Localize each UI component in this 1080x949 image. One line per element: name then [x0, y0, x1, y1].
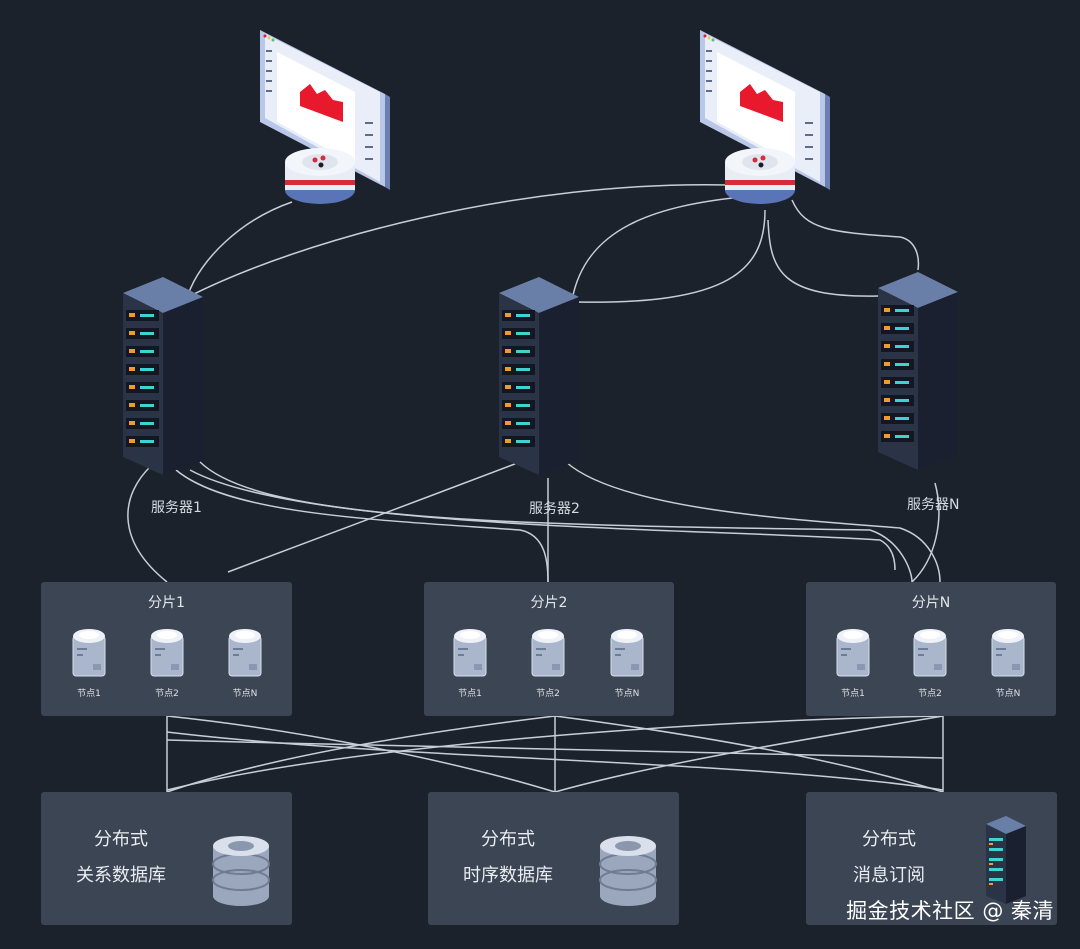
monitor-icon [260, 30, 390, 204]
link-shardN-storage1 [166, 715, 944, 791]
shard-title: 分片N [911, 595, 951, 611]
storage-title-line2: 关系数据库 [76, 865, 166, 886]
storage-title: 分布式 时序数据库 [448, 822, 568, 894]
server-rack-icon [986, 816, 1026, 904]
storage-title: 分布式 消息订阅 [829, 822, 949, 894]
storage-node-icon [531, 629, 565, 677]
storage-node-icon [228, 629, 262, 677]
storage-node-icon [150, 629, 184, 677]
link-server2-shard1 [227, 461, 521, 573]
storage-title-line1: 分布式 [862, 829, 916, 850]
storage-node-icon [836, 629, 870, 677]
watermark: 掘金技术社区 @ 秦清 [846, 899, 1054, 923]
shard-title: 分片2 [530, 595, 568, 611]
node: 节点N [982, 626, 1034, 699]
node-label: 节点N [614, 689, 640, 699]
link-monitor2-serverN-a [767, 219, 879, 297]
monitor-icon [700, 30, 830, 204]
node-label: 节点1 [77, 689, 101, 699]
storage-title-line2: 消息订阅 [853, 865, 925, 886]
server-label: 服务器N [907, 497, 960, 513]
link-monitor2-serverN-b [791, 199, 920, 271]
node-label: 节点2 [155, 689, 179, 699]
link-server1-shardN-a [199, 461, 913, 583]
storage-panel-timeseries-db: 分布式 时序数据库 [428, 792, 679, 925]
link-shard1-storage2 [166, 715, 556, 793]
link-shard1-shardN [166, 739, 944, 759]
shard-panel: 分片2 节点1 节点2 节点N [424, 582, 674, 716]
node: 节点2 [904, 626, 956, 699]
node-label: 节点2 [536, 689, 560, 699]
node: 节点1 [63, 626, 115, 699]
storage-node-icon [991, 629, 1025, 677]
node-label: 节点N [995, 689, 1021, 699]
database-icon [212, 836, 270, 906]
storage-title-line2: 时序数据库 [463, 865, 553, 886]
link-server1-shard1 [127, 464, 168, 583]
storage-title: 分布式 关系数据库 [61, 822, 181, 894]
storage-panel-message-subscription: 分布式 消息订阅 [806, 792, 1057, 925]
node: 节点1 [827, 626, 879, 699]
server-label: 服务器2 [529, 501, 580, 517]
storage-panel-relational-db: 分布式 关系数据库 [41, 792, 292, 925]
storage-title-line1: 分布式 [94, 829, 148, 850]
node-label: 节点2 [918, 689, 942, 699]
storage-node-icon [610, 629, 644, 677]
link-monitor2-server2-b [574, 209, 766, 303]
server-label: 服务器1 [151, 500, 202, 516]
storage-node-icon [72, 629, 106, 677]
server-rack-icon [878, 272, 958, 470]
storage-node-icon [913, 629, 947, 677]
database-icon [599, 836, 657, 906]
node: 节点N [219, 626, 271, 699]
node: 节点2 [141, 626, 193, 699]
link-server1-shard2 [175, 469, 549, 583]
server-rack-icon [499, 277, 579, 475]
link-monitor2-server1 [187, 183, 731, 298]
node: 节点1 [444, 626, 496, 699]
link-server2-shardN [565, 461, 941, 583]
link-shard2-storage1 [166, 715, 556, 793]
link-shard2-storage3 [554, 715, 944, 793]
storage-title-line1: 分布式 [481, 829, 535, 850]
storage-node-icon [453, 629, 487, 677]
server-rack-icon [123, 277, 203, 475]
shard-title: 分片1 [148, 595, 185, 611]
link-monitor2-server2-a [571, 195, 753, 301]
link-server1-shardN-b [189, 469, 896, 571]
node-label: 节点N [232, 689, 258, 699]
link-monitor1-server1 [187, 201, 293, 296]
node: 节点2 [522, 626, 574, 699]
node-label: 节点1 [458, 689, 482, 699]
shard-panel: 分片N 节点1 节点2 节点N [806, 582, 1056, 716]
link-serverN-shardN [911, 482, 940, 583]
node-label: 节点1 [841, 689, 865, 699]
node: 节点N [601, 626, 653, 699]
shard-panel: 分片1 节点1 节点2 节点N [41, 582, 292, 716]
